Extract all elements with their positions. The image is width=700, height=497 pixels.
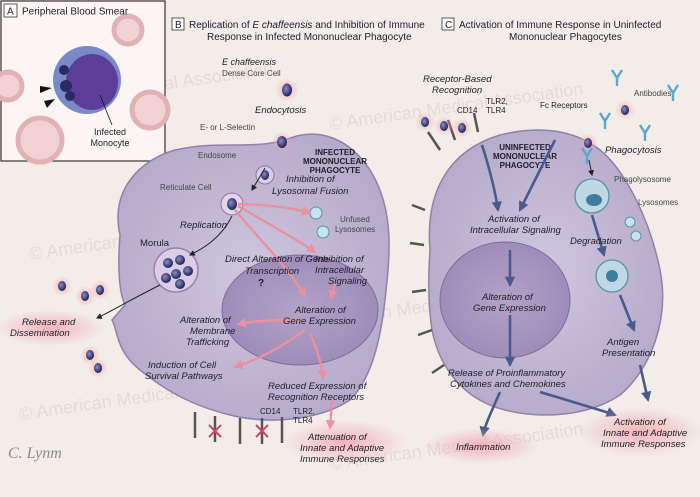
panel-b-labels: E chaffeensis Dense Core Cell Endocytosi…	[10, 57, 385, 465]
label-reticulate: Reticulate Cell	[160, 183, 212, 192]
panel-b-title-line1: Replication of E chaffeensis and Inhibit…	[189, 20, 425, 31]
panel-a-title: Peripheral Blood Smear	[22, 7, 129, 18]
label-reduced-2: Recognition Receptors	[268, 392, 364, 403]
label-receptor-1: Receptor-Based	[423, 74, 492, 85]
label-inhibition-fusion-1: Inhibition of	[286, 174, 336, 185]
antibody-icons	[580, 69, 680, 164]
cell-label-uninfected: UNINFECTED	[499, 143, 551, 152]
label-induction-1: Induction of Cell	[148, 360, 217, 371]
label-tlr4-b: TLR4	[293, 416, 313, 425]
monocyte-label: Monocyte	[90, 138, 129, 148]
infected-cell: INFECTED MONONUCLEAR PHAGOCYTE	[111, 133, 390, 444]
label-endosome: Endosome	[198, 151, 237, 160]
panel-c-header: C Activation of Immune Response in Uninf…	[441, 17, 661, 43]
label-antibodies: Antibodies	[634, 89, 671, 98]
label-alt-gene-c-2: Gene Expression	[473, 303, 546, 314]
label-direct-2: Transcription	[245, 266, 299, 277]
label-alt-membrane-2: Membrane	[190, 326, 235, 337]
label-attenuation-1: Attenuation of	[307, 432, 368, 443]
panel-b-header: B Replication of E chaffeensis and Inhib…	[171, 17, 425, 43]
label-unfused-2: Lysosomes	[335, 225, 375, 234]
label-receptor-2: Recognition	[432, 85, 482, 96]
label-tlr4-c: TLR4	[486, 106, 506, 115]
label-unfused-1: Unfused	[340, 215, 370, 224]
label-act-signal-1: Activation of	[487, 214, 541, 225]
panel-c-title-line1: Activation of Immune Response in Uninfec…	[459, 20, 661, 31]
panel-a-tag: A	[7, 7, 14, 18]
label-question: ?	[258, 278, 264, 289]
label-attenuation-2: Innate and Adaptive	[300, 443, 384, 454]
label-activation-3: Immune Responses	[601, 439, 686, 450]
cell-label-phagocyte-c: PHAGOCYTE	[500, 161, 551, 170]
arrows-infected	[95, 167, 338, 430]
panel-c-labels: Receptor-Based Recognition CD14 TLR2, TL…	[423, 74, 687, 453]
label-cd14-b: CD14	[260, 407, 281, 416]
label-phagolysosome: Phagolysosome	[614, 175, 671, 184]
label-inhib-signal-3: Signaling	[328, 276, 368, 287]
cell-label-phagocyte: PHAGOCYTE	[310, 166, 361, 175]
label-inhib-signal-2: Intracellular	[315, 265, 365, 276]
label-tlr2-b: TLR2,	[293, 407, 315, 416]
label-release-1: Release and	[22, 317, 76, 328]
panel-b-tag: B	[175, 20, 182, 31]
label-alt-membrane-1: Alteration of	[179, 315, 232, 326]
label-act-signal-2: Intracellular Signaling	[470, 225, 562, 236]
label-alt-gene-1: Alteration of	[294, 305, 347, 316]
label-alt-gene-c-1: Alteration of	[481, 292, 534, 303]
label-lysosomes: Lysosomes	[638, 198, 678, 207]
label-induction-2: Survival Pathways	[145, 371, 223, 382]
label-activation-2: Innate and Adaptive	[603, 428, 687, 439]
arrowhead-icon	[40, 86, 52, 93]
label-fc-receptors: Fc Receptors	[540, 101, 588, 110]
label-cd14-c: CD14	[457, 106, 478, 115]
label-selectin: E- or L-Selectin	[200, 123, 255, 132]
label-inhibition-fusion-2: Lysosomal Fusion	[272, 186, 348, 197]
label-inhib-signal-1: Inhibition of	[315, 254, 365, 265]
panel-c-title-line2: Mononuclear Phagocytes	[509, 32, 622, 43]
label-phagocytosis: Phagocytosis	[605, 145, 662, 156]
label-dense-core: Dense Core Cell	[222, 69, 281, 78]
panel-c-tag: C	[445, 20, 452, 31]
label-attenuation-3: Immune Responses	[300, 454, 385, 465]
label-antigen-2: Presentation	[602, 348, 655, 359]
infected-label: Infected	[94, 127, 126, 137]
panel-b-title-line2: Response in Infected Mononuclear Phagocy…	[207, 32, 412, 43]
label-alt-membrane-3: Trafficking	[186, 337, 230, 348]
label-replication: Replication	[180, 220, 227, 231]
label-e-chaffeensis: E chaffeensis	[222, 57, 277, 67]
label-morula: Morula	[140, 238, 170, 249]
signature: C. Lynm	[8, 445, 62, 462]
label-reduced-1: Reduced Expression of	[268, 381, 368, 392]
label-direct-1: Direct Alteration of Gene	[225, 254, 329, 265]
bacteria-cluster	[52, 78, 642, 378]
cell-label-mononuclear: MONONUCLEAR	[303, 157, 367, 166]
label-tlr2-c: TLR2,	[486, 97, 508, 106]
label-release-c-2: Cytokines and Chemokines	[450, 379, 566, 390]
label-activation-1: Activation of	[613, 417, 667, 428]
cell-label-mononuclear-c: MONONUCLEAR	[493, 152, 557, 161]
label-release-c-1: Release of Proinflammatory	[448, 368, 566, 379]
label-antigen-1: Antigen	[606, 337, 639, 348]
arrowhead-icon	[44, 99, 55, 108]
label-alt-gene-2: Gene Expression	[283, 316, 356, 327]
label-inflammation: Inflammation	[456, 442, 510, 453]
label-endocytosis: Endocytosis	[255, 105, 306, 116]
label-release-2: Dissemination	[10, 328, 70, 339]
panel-a: A Peripheral Blood Smear Infected Monocy…	[0, 0, 171, 165]
cell-label-infected: INFECTED	[315, 148, 355, 157]
label-degradation: Degradation	[570, 236, 622, 247]
